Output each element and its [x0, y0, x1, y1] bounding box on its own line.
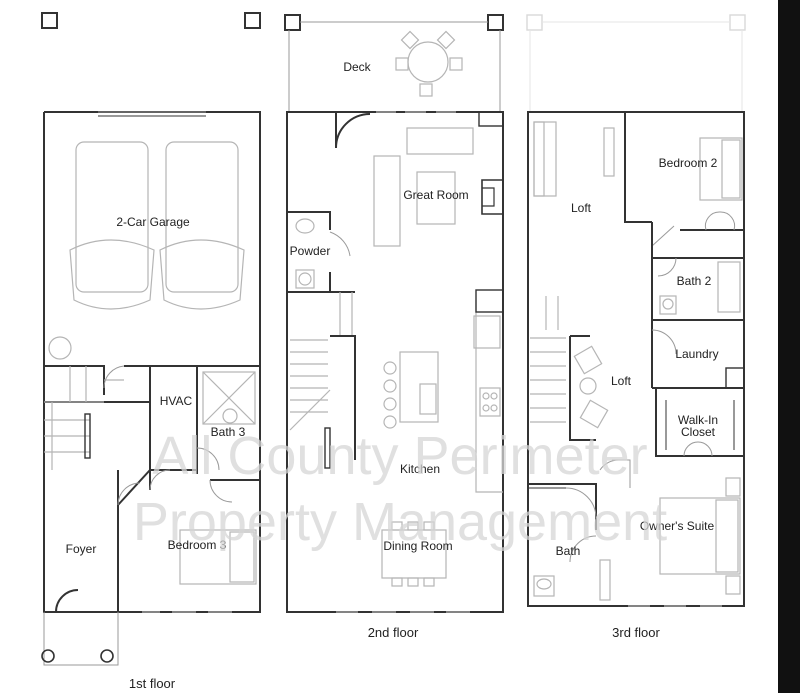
room-label-great-room: Great Room: [403, 188, 468, 202]
room-label-dining-room: Dining Room: [383, 539, 452, 553]
watermark-line-2: Property Management: [133, 492, 667, 552]
floor-label-second: 2nd floor: [368, 625, 419, 640]
corner-marker: [526, 14, 543, 31]
room-label-bath2: Bath 2: [677, 274, 712, 288]
dining-table: [381, 521, 447, 587]
third-floor-walls: [527, 111, 745, 607]
corner-marker: [284, 14, 301, 31]
first-floor-plan: 2-Car Garage HVAC Bath 3 Foyer Bedroom 3…: [41, 12, 261, 691]
watermark-line-1: All County Perimeter: [152, 426, 647, 486]
room-label-closet: Closet: [681, 425, 716, 439]
corner-marker: [487, 14, 504, 31]
room-label-owners-suite: Owner's Suite: [640, 519, 715, 533]
right-edge-bar: [778, 0, 800, 693]
room-label-foyer: Foyer: [66, 542, 97, 556]
room-label-bath3: Bath 3: [211, 425, 246, 439]
corner-marker: [41, 12, 58, 29]
room-label-garage: 2-Car Garage: [116, 215, 190, 229]
room-label-deck: Deck: [343, 60, 371, 74]
room-label-bedroom3: Bedroom 3: [168, 538, 227, 552]
third-floor-plan: Loft Bedroom 2 Bath 2 Laundry Loft Walk-…: [526, 14, 746, 640]
kitchen-island: [383, 351, 439, 429]
second-floor-walls: [286, 111, 504, 613]
corner-marker: [244, 12, 261, 29]
room-label-loft-lower: Loft: [611, 374, 632, 388]
second-floor-plan: Deck Great Room Powder Kitchen Dining Ro…: [284, 14, 504, 640]
garage-car-outlines: [48, 141, 245, 360]
room-label-laundry: Laundry: [675, 347, 718, 361]
watermark: All County Perimeter Property Management: [133, 426, 667, 552]
room-label-powder: Powder: [290, 244, 331, 258]
room-label-hvac: HVAC: [160, 394, 193, 408]
room-label-loft-upper: Loft: [571, 201, 592, 215]
room-label-walk-in: Walk-In: [678, 413, 718, 427]
deck-table: [395, 30, 463, 97]
room-label-bedroom2: Bedroom 2: [659, 156, 718, 170]
floor-label-first: 1st floor: [129, 676, 176, 691]
room-label-bath: Bath: [556, 544, 581, 558]
floor-label-third: 3rd floor: [612, 625, 660, 640]
room-label-kitchen: Kitchen: [400, 462, 440, 476]
corner-marker: [729, 14, 746, 31]
